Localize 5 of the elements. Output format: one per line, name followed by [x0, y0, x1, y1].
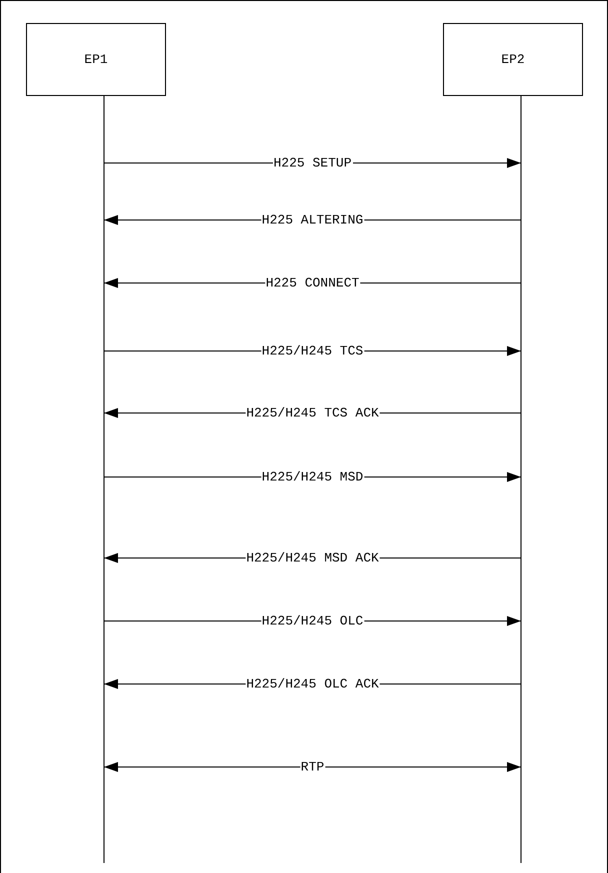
message-arrow — [104, 762, 522, 772]
sequence-participant — [443, 23, 583, 863]
sequence-participant — [26, 23, 166, 863]
participant-name: EP1 — [84, 52, 108, 67]
participant-name: EP2 — [501, 52, 525, 67]
